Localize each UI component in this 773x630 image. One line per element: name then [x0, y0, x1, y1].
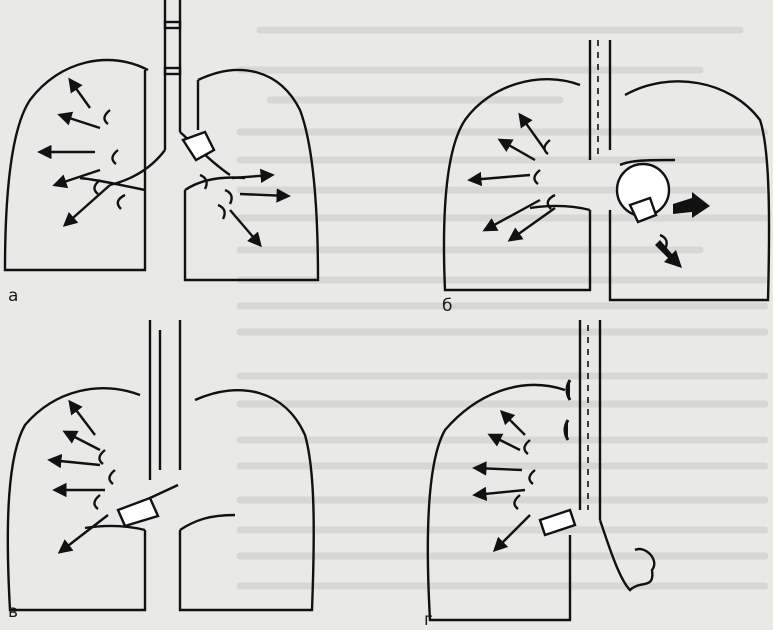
- lungs-diagram-a: [0, 0, 320, 300]
- trachea: [150, 320, 180, 480]
- panel-a: а: [0, 0, 320, 300]
- panel-label-a: а: [8, 286, 18, 306]
- lung-left: [8, 388, 145, 610]
- lung-left: [444, 79, 590, 290]
- trachea: [590, 40, 610, 160]
- panel-label-b: б: [442, 296, 452, 316]
- lungs-diagram-b: [430, 0, 773, 320]
- panel-label-g: г: [424, 610, 433, 630]
- lungs-diagram-v: [0, 320, 320, 625]
- lung-left: [428, 385, 570, 620]
- panel-v: в: [0, 320, 320, 625]
- lungs-diagram-g: [420, 320, 760, 625]
- panel-label-v: в: [8, 602, 18, 622]
- lung-right: [185, 70, 318, 280]
- lung-left: [5, 60, 148, 270]
- lung-right: [180, 390, 314, 610]
- panel-b: б: [430, 0, 773, 320]
- trachea: [580, 320, 600, 520]
- panel-g: г: [420, 320, 760, 625]
